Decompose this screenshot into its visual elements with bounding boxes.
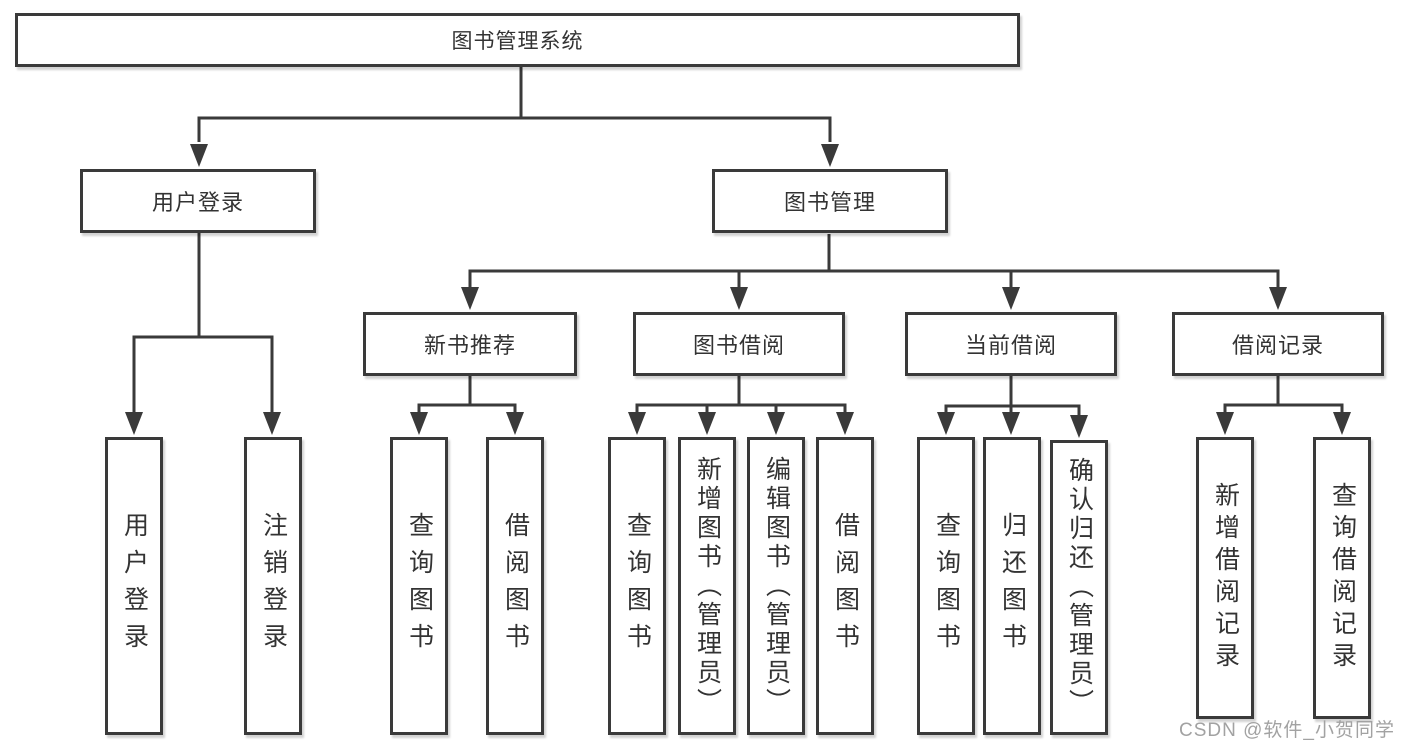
connector-user-login — [132, 233, 274, 413]
arrow-icon — [730, 287, 748, 310]
arrow-icon — [836, 412, 854, 435]
connector-root — [197, 67, 832, 142]
arrow-icon — [1269, 287, 1287, 310]
leaf-query-books-2: 查询图书 — [608, 437, 666, 735]
leaf-add-borrow-record: 新增借阅记录 — [1196, 437, 1254, 719]
leaf-add-books-admin: 新增图书（管理员） — [678, 437, 736, 735]
node-user-login: 用户登录 — [80, 169, 316, 233]
node-borrow-records: 借阅记录 — [1172, 312, 1384, 376]
leaf-user-login: 用户登录 — [105, 437, 163, 735]
arrow-icon — [1002, 412, 1020, 435]
arrow-icon — [125, 412, 143, 435]
arrow-icon — [263, 412, 281, 435]
arrow-icon — [767, 412, 785, 435]
connector-book-management — [468, 234, 1280, 288]
connector-current-borrow — [944, 376, 1081, 416]
node-current-borrow: 当前借阅 — [905, 312, 1117, 376]
node-book-management: 图书管理 — [712, 169, 948, 233]
csdn-watermark: CSDN @软件_小贺同学 — [1179, 720, 1395, 741]
arrow-icon — [1002, 287, 1020, 310]
node-book-borrow: 图书借阅 — [633, 312, 845, 376]
leaf-return-books: 归还图书 — [983, 437, 1041, 735]
connector-borrow-records — [1223, 376, 1344, 413]
arrow-icon — [461, 287, 479, 310]
node-new-book-recommend: 新书推荐 — [363, 312, 577, 376]
arrow-icon — [1333, 412, 1351, 435]
arrowheads — [125, 144, 1351, 438]
arrow-icon — [628, 412, 646, 435]
leaf-borrow-books: 借阅图书 — [486, 437, 544, 735]
node-library-management-system: 图书管理系统 — [15, 13, 1020, 67]
arrow-icon — [937, 412, 955, 435]
leaf-borrow-books-2: 借阅图书 — [816, 437, 874, 735]
leaf-edit-books-admin: 编辑图书（管理员） — [747, 437, 805, 735]
arrow-icon — [190, 144, 208, 167]
leaf-query-books-3: 查询图书 — [917, 437, 975, 735]
arrow-icon — [506, 412, 524, 435]
arrow-icon — [410, 412, 428, 435]
arrow-icon — [698, 412, 716, 435]
connector-new-book-recommend — [417, 376, 517, 414]
connector-book-borrow — [635, 376, 847, 414]
arrow-icon — [821, 144, 839, 167]
leaf-query-books: 查询图书 — [390, 437, 448, 735]
leaf-logout: 注销登录 — [244, 437, 302, 735]
arrow-icon — [1216, 412, 1234, 435]
arrow-icon — [1070, 415, 1088, 438]
leaf-confirm-return-admin: 确认归还（管理员） — [1050, 440, 1108, 735]
leaf-query-borrow-record: 查询借阅记录 — [1313, 437, 1371, 719]
